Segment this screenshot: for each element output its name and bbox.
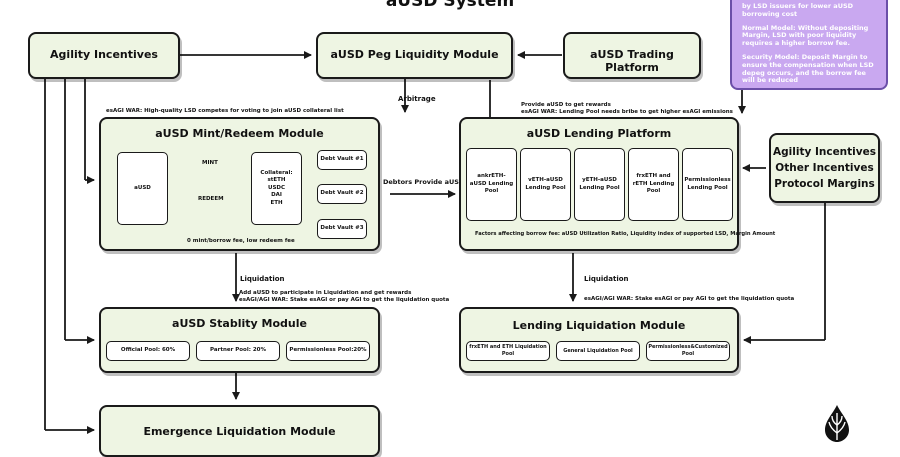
agility-incentives-title: Agility Incentives <box>50 48 158 61</box>
lending-pool-frxeth: frxETH and rETH Lending Pool <box>628 148 679 221</box>
diagram-title: aUSD System <box>385 0 515 11</box>
collateral-title: Collateral: <box>260 169 293 176</box>
incentives-line-1: Agility Incentives <box>773 146 876 158</box>
emergence-liquidation-module-title: Emergence Liquidation Module <box>143 425 336 438</box>
lending-pool-yeth: yETH-aUSD Lending Pool <box>574 148 625 221</box>
lending-pool-permissionless: Permissionless Lending Pool <box>682 148 733 221</box>
permissionless-pool: Permissionless Pool:20% <box>286 341 370 361</box>
lending-pool-veth: vETH-aUSD Lending Pool <box>520 148 571 221</box>
collateral-eth: ETH <box>270 199 283 206</box>
stability-module-title: aUSD Stablity Module <box>172 317 307 330</box>
collateral-usdc: USDC <box>267 184 286 191</box>
mint-redeem-module-title: aUSD Mint/Redeem Module <box>155 127 324 140</box>
liquidation-label-left: Liquidation <box>240 275 285 283</box>
lending-pool-ankreth: ankrETH-aUSD Lending Pool <box>466 148 517 221</box>
liq-left-line-1: Add aUSD to participate in Liquidation a… <box>239 290 412 296</box>
partner-pool: Partner Pool: 20% <box>196 341 280 361</box>
stability-module-box: aUSD Stablity Module <box>99 307 380 373</box>
debt-vault-3: Debt Vault #3 <box>317 219 367 239</box>
collateral-steth: stETH <box>267 177 286 184</box>
permissionless-customized-pool: Permissionless&Customized Pool <box>646 341 730 361</box>
debt-vault-1: Debt Vault #1 <box>317 150 367 170</box>
incentives-line-2: Other Incentives <box>775 162 874 174</box>
emergence-liquidation-module-box: Emergence Liquidation Module <box>99 405 380 457</box>
agility-incentives-box: Agility Incentives <box>28 32 180 79</box>
note-line-3: Security Model: Deposit Margin to ensure… <box>742 52 874 85</box>
arbitrage-label: Arbitrage <box>398 95 436 103</box>
debtors-label: Debtors Provide aUSD <box>383 178 465 186</box>
mint-label: MINT <box>202 160 218 166</box>
lending-liquidation-module-box: Lending Liquidation Module <box>459 307 739 373</box>
lending-platform-title: aUSD Lending Platform <box>526 127 672 140</box>
note-line-1: by LSD issuers for lower aUSD borrowing … <box>742 2 854 18</box>
borrow-model-note: by LSD issuers for lower aUSD borrowing … <box>730 0 888 90</box>
debt-vault-2: Debt Vault #2 <box>317 184 367 204</box>
borrow-fee-factors-label: Factors affecting borrow fee: aUSD Utili… <box>475 231 776 237</box>
lending-liquidation-module-title: Lending Liquidation Module <box>512 319 686 332</box>
incentives-line-3: Protocol Margins <box>774 178 875 190</box>
trading-platform-box: aUSD Trading Platform <box>563 32 701 79</box>
provide-label-2: esAGI WAR: Lending Pool needs bribe to g… <box>521 109 733 115</box>
peg-liquidity-module-title: aUSD Peg Liquidity Module <box>330 48 499 61</box>
war-left-label: esAGI WAR: High-quality LSD competes for… <box>106 108 344 114</box>
incentives-margins-box: Agility Incentives Other Incentives Prot… <box>769 133 880 203</box>
droplet-logo-icon <box>825 405 849 442</box>
general-liquidation-pool: General Liquidation Pool <box>556 341 640 361</box>
collateral-dai: DAI <box>271 192 282 199</box>
trading-platform-title: aUSD Trading Platform <box>590 48 674 74</box>
mint-fee-label: 0 mint/borrow fee, low redeem fee <box>187 238 295 244</box>
liq-left-line-2: esAGI/AGI WAR: Stake esAGI or pay AGI to… <box>239 297 450 303</box>
frxeth-liquidation-pool: frxETH and ETH Liquidation Pool <box>466 341 550 361</box>
official-pool: Official Pool: 60% <box>106 341 190 361</box>
peg-liquidity-module-box: aUSD Peg Liquidity Module <box>316 32 513 79</box>
provide-label-1: Provide aUSD to get rewards <box>521 102 611 108</box>
liq-right-line: esAGI/AGI WAR: Stake esAGI or pay AGI to… <box>584 296 795 302</box>
ausd-token-box: aUSD <box>117 152 168 225</box>
redeem-label: REDEEM <box>198 196 224 202</box>
collateral-box: Collateral: stETH USDC DAI ETH <box>251 152 302 225</box>
liquidation-label-right: Liquidation <box>584 275 629 283</box>
note-line-2: Normal Model: Without depositing Margin,… <box>742 23 869 48</box>
